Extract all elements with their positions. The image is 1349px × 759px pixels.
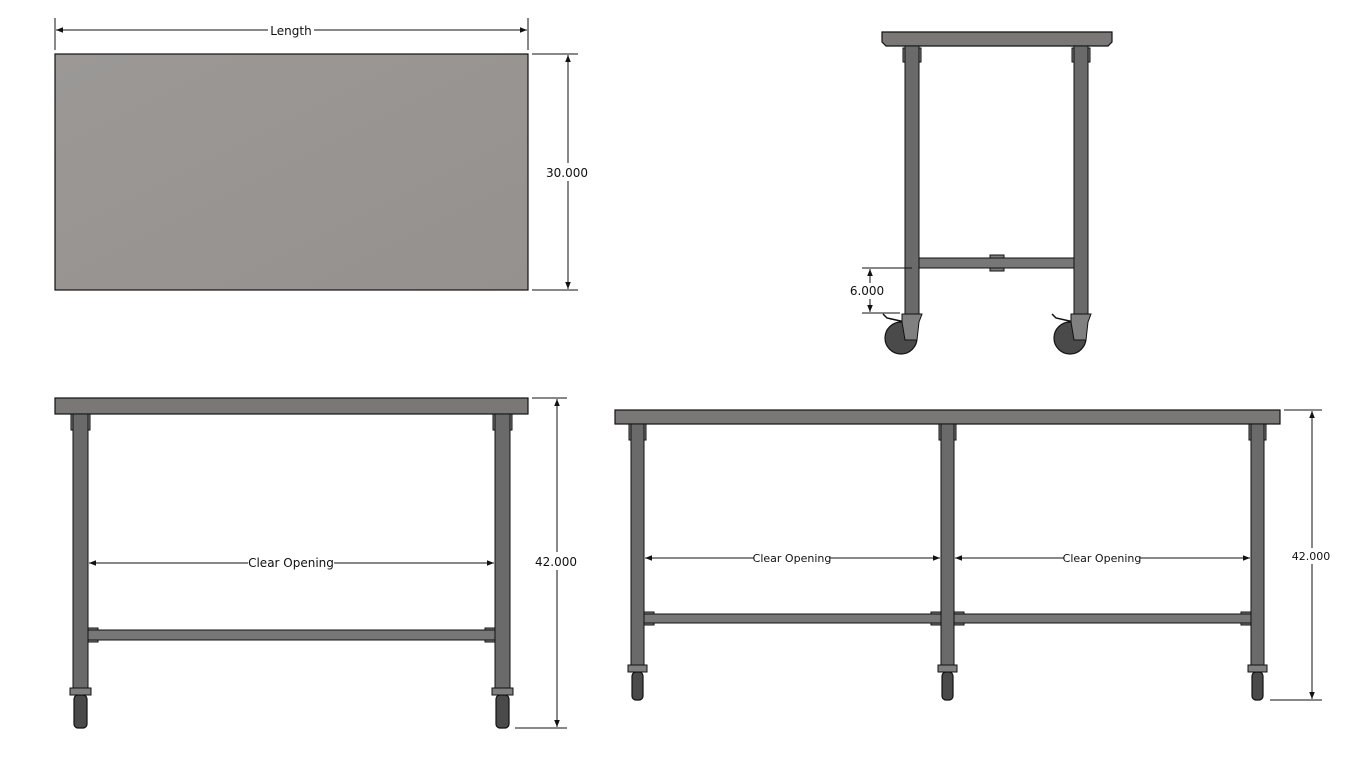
caster-wheel bbox=[941, 671, 954, 701]
caster-wheel bbox=[73, 694, 88, 729]
clear-opening-label: Clear Opening bbox=[753, 552, 832, 565]
height-label: 42.000 bbox=[535, 555, 577, 569]
width-label: 30.000 bbox=[546, 166, 588, 180]
caster-fork bbox=[1070, 313, 1092, 341]
cross-bar bbox=[87, 629, 496, 641]
caster-brake-lever bbox=[1051, 313, 1075, 323]
table-top-edge bbox=[54, 397, 529, 415]
caster-mount bbox=[69, 687, 92, 696]
table-leg bbox=[904, 45, 920, 315]
caster-brake-lever bbox=[882, 313, 906, 323]
caster-mount bbox=[491, 687, 514, 696]
side-view: 6.000 bbox=[846, 31, 1113, 355]
clear-opening-label: Clear Opening bbox=[1063, 552, 1142, 565]
caster-wheel bbox=[495, 694, 510, 729]
caster-mount bbox=[937, 664, 958, 673]
top-view: Length 30.000 bbox=[54, 18, 591, 291]
caster-wheel bbox=[1251, 671, 1264, 701]
front-view: 42.000 Clear Opening bbox=[54, 397, 581, 729]
table-leg bbox=[940, 423, 955, 666]
table-leg bbox=[1073, 45, 1089, 315]
cross-bar bbox=[918, 257, 1075, 269]
length-label: Length bbox=[270, 24, 311, 38]
cross-bar bbox=[643, 613, 942, 624]
table-top-surface bbox=[54, 53, 529, 291]
table-top-edge bbox=[614, 409, 1281, 425]
caster-mount bbox=[1247, 664, 1268, 673]
long-view: 42.000 Clear Opening Clear Opening bbox=[614, 409, 1334, 701]
clear-opening-label: Clear Opening bbox=[248, 556, 334, 570]
table-leg bbox=[1250, 423, 1265, 666]
table-leg bbox=[72, 413, 89, 689]
cross-bar bbox=[953, 613, 1252, 624]
caster-height-label: 6.000 bbox=[850, 284, 884, 298]
caster-wheel bbox=[631, 671, 644, 701]
height-label: 42.000 bbox=[1292, 550, 1331, 563]
caster-fork bbox=[901, 313, 923, 341]
caster-mount bbox=[627, 664, 648, 673]
table-top-edge bbox=[881, 31, 1113, 47]
table-leg bbox=[494, 413, 511, 689]
table-leg bbox=[630, 423, 645, 666]
